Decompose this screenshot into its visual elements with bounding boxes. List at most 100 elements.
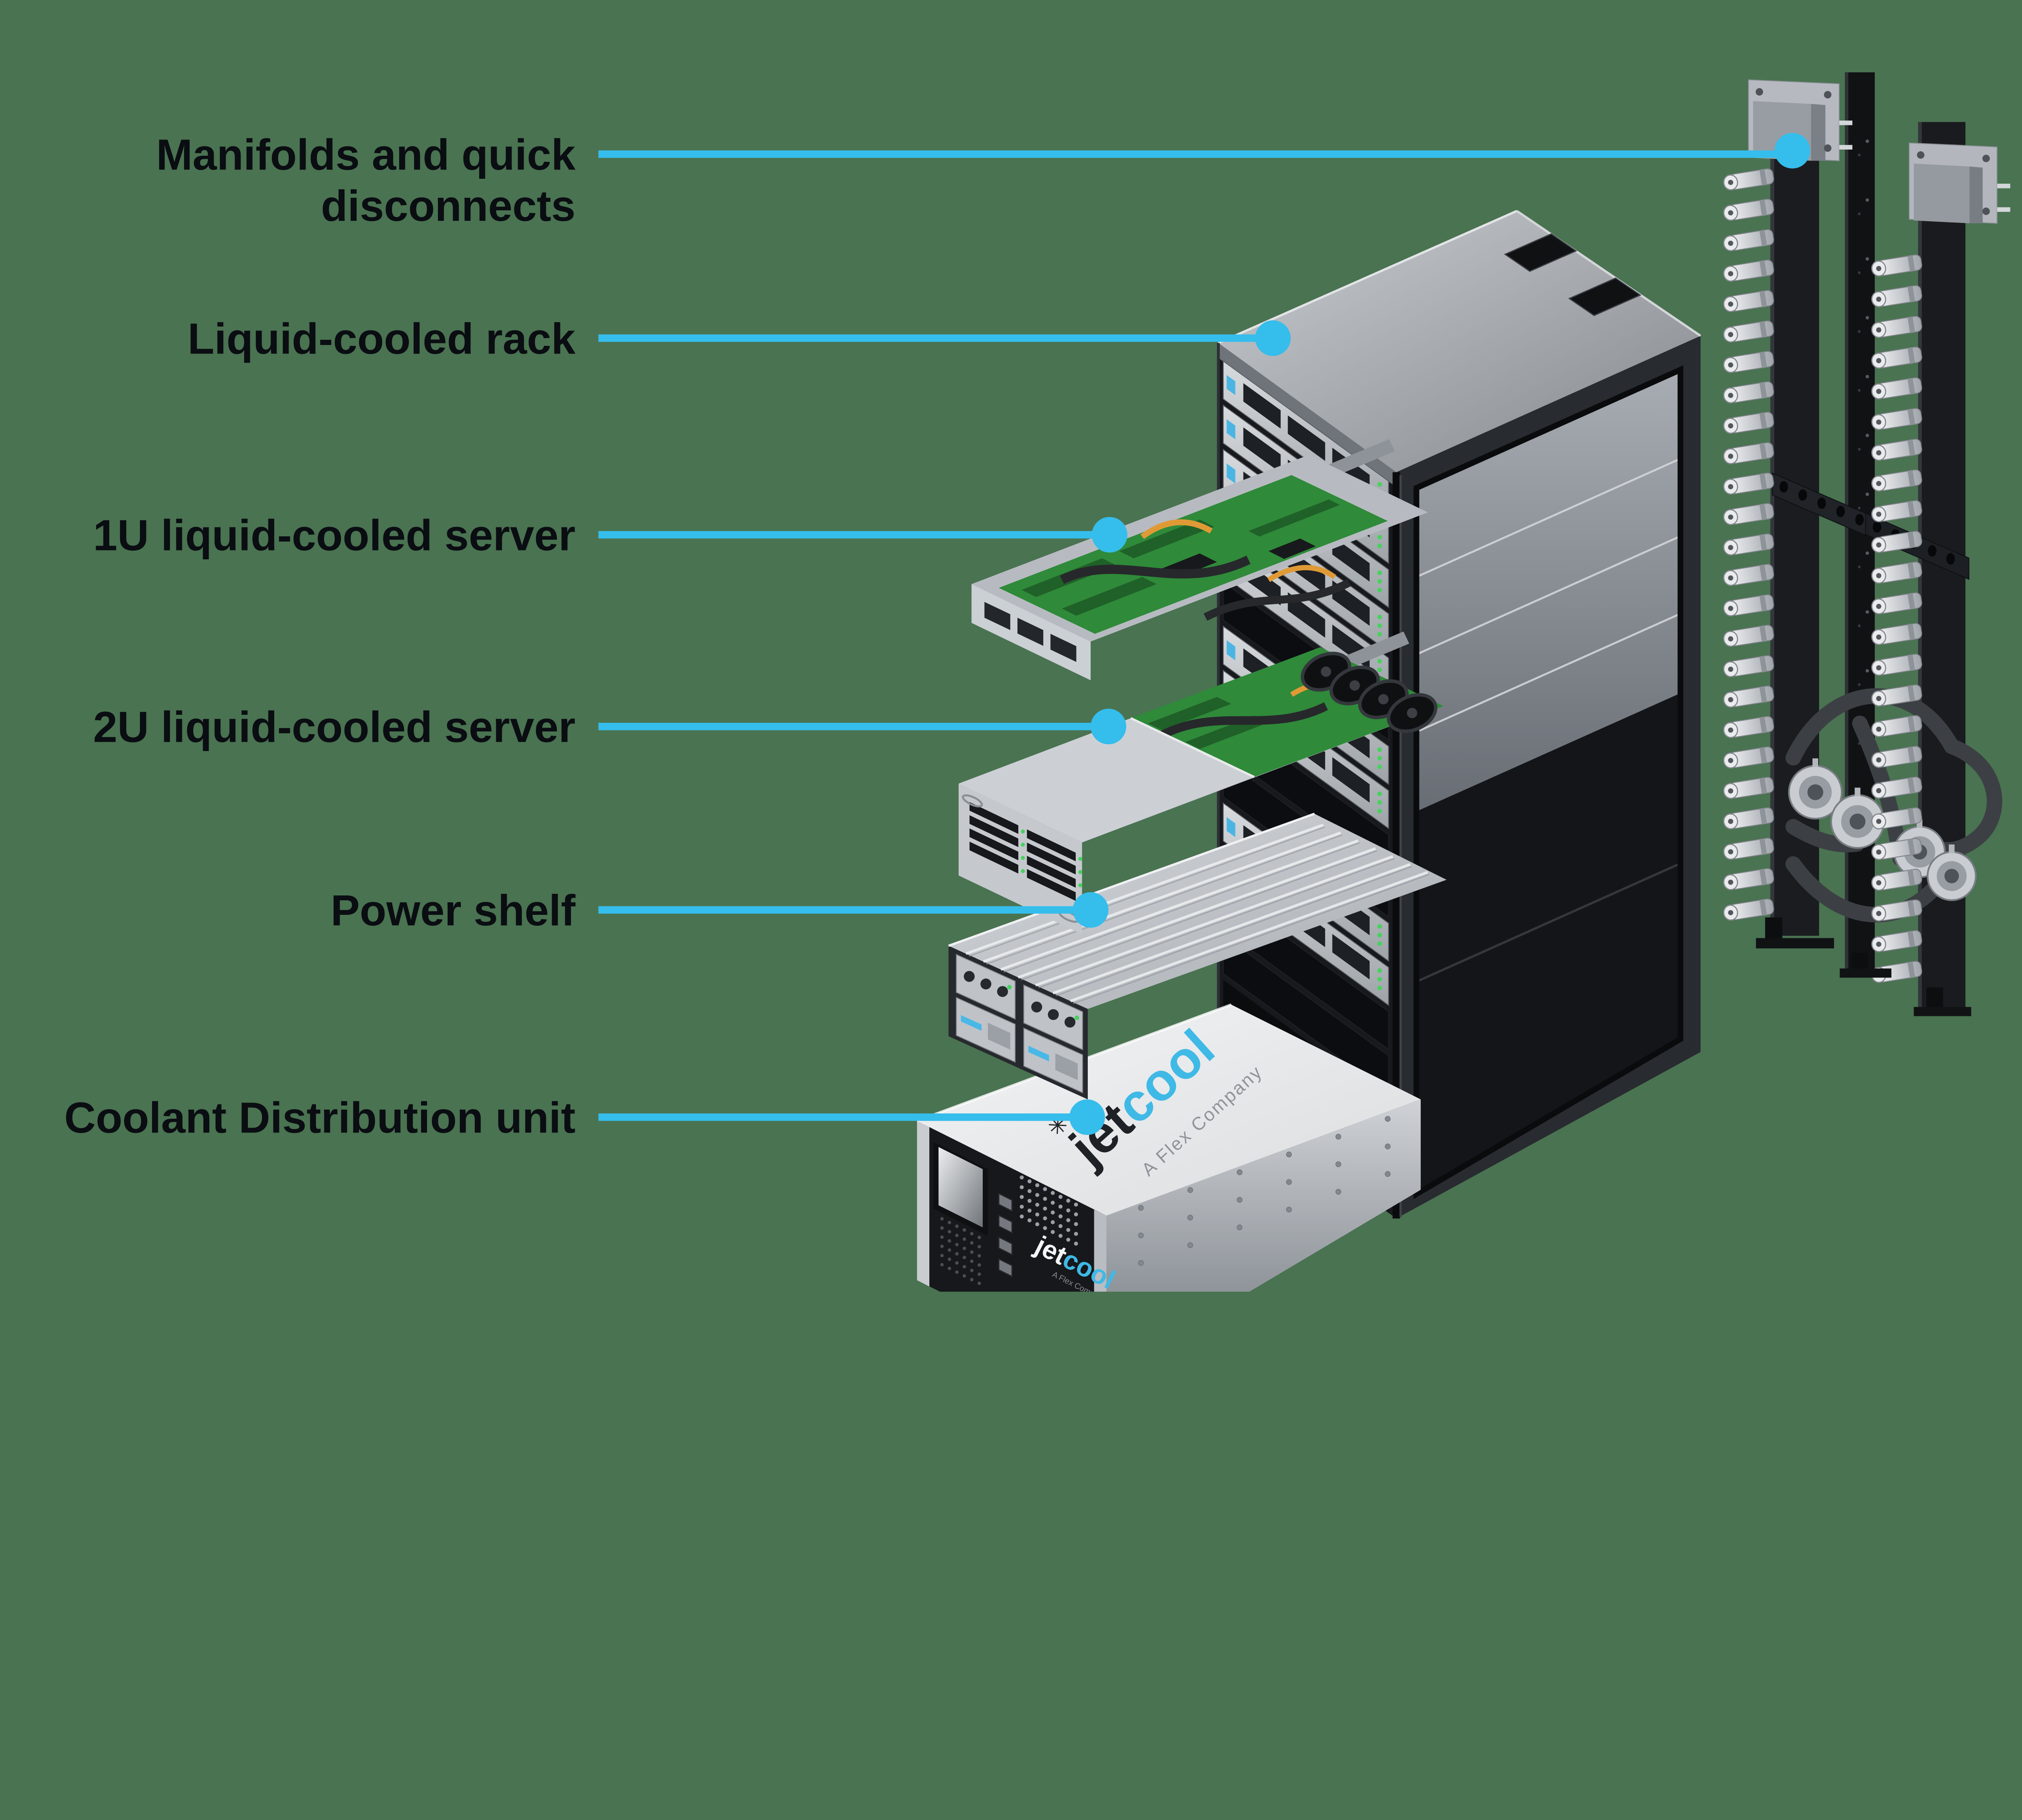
rivet xyxy=(1138,1260,1144,1266)
grill-hole xyxy=(955,1270,959,1274)
valve-stub xyxy=(1949,844,1955,853)
status-led xyxy=(1377,756,1382,761)
status-led xyxy=(1377,968,1382,973)
leader-line-manifolds xyxy=(598,150,1793,158)
grill-hole xyxy=(1027,1179,1032,1183)
rivet xyxy=(1385,1143,1391,1149)
valve-stub xyxy=(1812,758,1819,767)
cdu-front-left-rail xyxy=(917,1121,930,1287)
rivet xyxy=(1286,1151,1292,1158)
drive-bay xyxy=(1027,856,1076,888)
psu-handle xyxy=(1028,1045,1049,1062)
grill-hole xyxy=(955,1234,959,1237)
cdu-button xyxy=(998,1214,1013,1234)
rail-hole xyxy=(1865,257,1869,261)
drive-led xyxy=(1078,870,1083,874)
grill-hole xyxy=(1043,1206,1047,1211)
screw-hole xyxy=(1756,88,1763,96)
grill-hole xyxy=(977,1263,981,1267)
psu-connector xyxy=(964,971,975,982)
grill-hole xyxy=(977,1236,981,1239)
rack-opening-frame xyxy=(1413,365,1684,1199)
rivet xyxy=(1138,1232,1144,1238)
latch-tab xyxy=(1227,419,1235,440)
exploded-diagram: jetcool A Flex Company ✳ jetcool A Flex … xyxy=(64,72,2010,1292)
grill-hole xyxy=(1051,1220,1055,1224)
drive-bay xyxy=(1243,383,1281,429)
rivet xyxy=(1237,1197,1243,1203)
coolant-tube xyxy=(1203,579,1351,621)
interior-shelf-line xyxy=(1416,535,1681,656)
drive-led xyxy=(1021,869,1025,873)
ridge-shadow xyxy=(969,826,1325,957)
coolant-tube xyxy=(1160,702,1328,739)
grill-hole xyxy=(1051,1191,1055,1195)
latch-tab xyxy=(1227,640,1235,660)
foot-base xyxy=(1756,938,1834,948)
drive-led xyxy=(1021,856,1025,860)
bracket-block-side xyxy=(1969,166,1983,224)
grill-hole xyxy=(1074,1241,1078,1246)
rail-hole xyxy=(1865,434,1869,437)
grill-hole xyxy=(1043,1197,1047,1201)
drive-bay xyxy=(969,802,1019,834)
screw-hole xyxy=(1982,207,1990,215)
callout-dot-2u xyxy=(1090,709,1126,745)
drive-bay xyxy=(1027,869,1076,901)
chip xyxy=(1268,538,1316,559)
ridge-shadow xyxy=(1021,850,1377,981)
status-led xyxy=(1377,588,1382,593)
label-2u-server: 2U liquid-cooled server xyxy=(93,703,575,751)
valve-stub xyxy=(1855,787,1861,796)
rack-top-edge-highlight xyxy=(1516,210,1701,337)
grill-hole xyxy=(1051,1200,1055,1205)
cover-edge-highlight xyxy=(1130,717,1255,778)
psu-connector xyxy=(1064,1016,1076,1028)
grill-hole xyxy=(1058,1214,1063,1219)
latch-tab xyxy=(1227,463,1235,484)
status-led xyxy=(1377,623,1382,628)
heatsink xyxy=(1148,697,1231,730)
rail-hole xyxy=(1858,624,1861,627)
status-led xyxy=(1377,482,1382,487)
grill-hole xyxy=(948,1267,952,1270)
2u-drive-bays xyxy=(969,802,1083,901)
psu-connector xyxy=(1048,1009,1059,1020)
psu-connector xyxy=(1031,1001,1043,1013)
drive-bay xyxy=(1332,536,1370,582)
leader-line-rack xyxy=(598,334,1273,342)
grill-hole xyxy=(1035,1222,1039,1226)
grill-hole xyxy=(970,1259,974,1263)
drive-bay xyxy=(969,828,1019,861)
grill-hole xyxy=(970,1241,974,1245)
ridge-line xyxy=(1017,847,1376,979)
grill-hole xyxy=(1027,1218,1032,1223)
status-led xyxy=(1377,570,1382,575)
rail-hole xyxy=(1858,683,1861,686)
rivet xyxy=(1286,1206,1292,1213)
psu-led xyxy=(1007,985,1012,990)
rail-hole xyxy=(1865,669,1869,673)
grill-hole xyxy=(1074,1222,1078,1226)
power-shelf-ridges xyxy=(965,823,1430,1004)
status-led xyxy=(1377,791,1382,796)
rivet xyxy=(1335,1189,1341,1195)
psu-led xyxy=(1074,1015,1079,1020)
exploded-view-illustration: jetcool A Flex Company ✳ jetcool A Flex … xyxy=(64,72,2010,1292)
bracket-block-side xyxy=(1811,104,1825,161)
cdu-side-face xyxy=(1106,1099,1421,1292)
ridge-shadow xyxy=(986,834,1343,965)
grill-hole xyxy=(1027,1208,1032,1213)
screw-hole xyxy=(1824,91,1832,99)
callout-dot-cdu xyxy=(1069,1099,1105,1135)
rail-hole xyxy=(1858,565,1861,569)
brace-hole xyxy=(1779,481,1788,493)
brace-hole xyxy=(1836,506,1845,517)
2u-front-face xyxy=(958,783,1082,935)
drive-led xyxy=(1078,857,1083,861)
status-led xyxy=(1377,747,1382,752)
drive-bay xyxy=(1288,592,1325,638)
grill-hole xyxy=(1058,1195,1063,1199)
grill-hole xyxy=(1035,1212,1039,1217)
grill-hole xyxy=(970,1268,974,1272)
